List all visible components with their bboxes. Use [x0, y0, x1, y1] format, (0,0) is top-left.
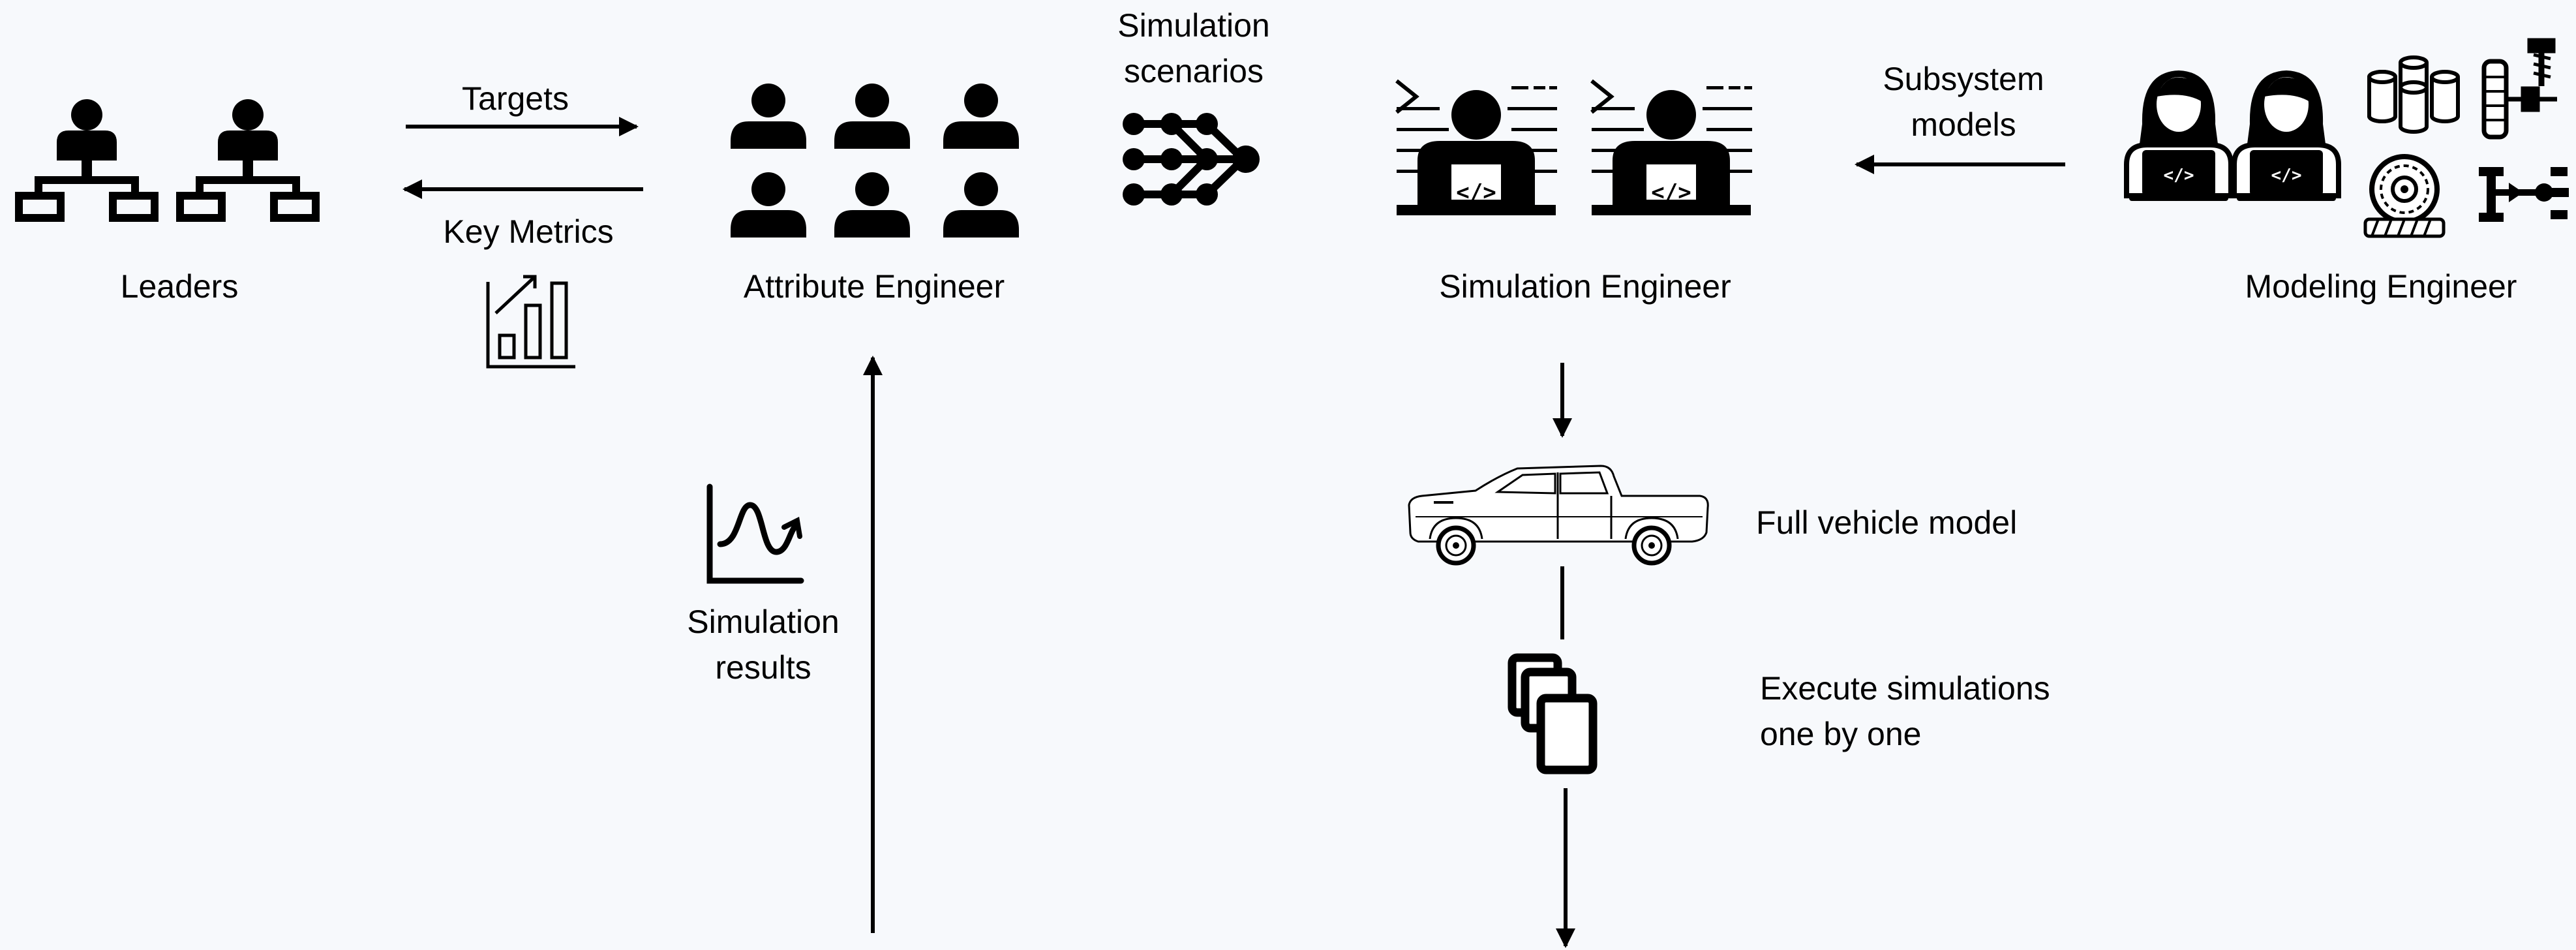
full-vehicle-model-label: Full vehicle model: [1756, 504, 2018, 541]
org-chart-icon: [180, 99, 316, 218]
simulation-engineer-label: Simulation Engineer: [1439, 268, 1731, 305]
simulation-scenarios-label: Simulation scenarios: [1117, 7, 1270, 89]
execute-simulations-label: Execute simulations one by one: [1760, 670, 2050, 752]
modeling-engineer-label: Modeling Engineer: [2245, 268, 2517, 305]
attribute-engineer-label: Attribute Engineer: [743, 268, 1005, 305]
code-symbol: </>: [2271, 166, 2302, 185]
battery-cells-icon: [2369, 57, 2458, 132]
pickup-truck-icon: [1408, 465, 1709, 543]
wave-graph-icon: [706, 483, 804, 584]
bar-chart-icon: [486, 275, 575, 369]
subsystem-models-label: Subsystem models: [1883, 61, 2044, 143]
org-chart-icon: [19, 99, 155, 218]
suspension-icon: [2481, 38, 2557, 140]
leaders-label: Leaders: [120, 268, 239, 305]
key-metrics-label: Key Metrics: [443, 213, 614, 250]
network-nodes-icon: [1123, 113, 1260, 206]
person-icon: [943, 172, 1019, 238]
person-icon: [731, 172, 806, 238]
code-symbol: </>: [2164, 166, 2194, 185]
stacked-copies-icon: [1508, 653, 1598, 774]
targets-label: Targets: [462, 80, 569, 117]
code-symbol: </>: [1651, 179, 1691, 206]
tire-icon: [2363, 154, 2446, 238]
simulation-results-label: Simulation results: [687, 604, 840, 686]
person-icon: [731, 84, 806, 149]
truck-wheel: [1438, 528, 1474, 563]
code-symbol: </>: [1456, 179, 1496, 206]
person-icon: [834, 84, 910, 149]
person-icon: [943, 84, 1019, 149]
axle-icon: [2479, 167, 2569, 222]
truck-wheel: [1634, 528, 1669, 563]
person-icon: [834, 172, 910, 238]
